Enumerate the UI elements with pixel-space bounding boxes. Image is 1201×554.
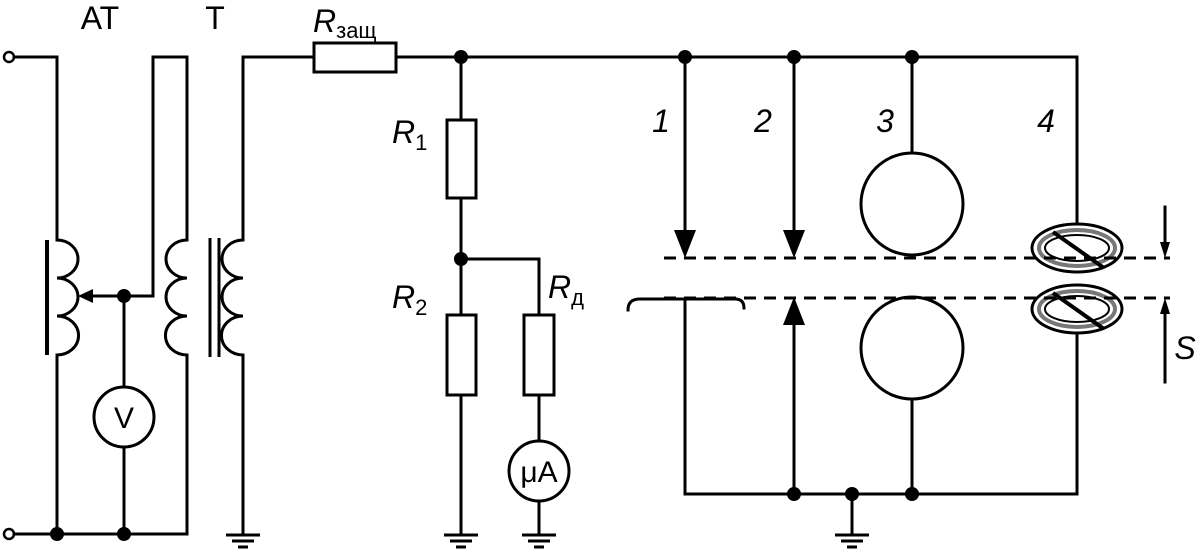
gap-3-upper-sphere: [859, 151, 965, 257]
voltmeter-label: V: [114, 402, 134, 435]
gap-2-lower-arrow-icon: [783, 297, 805, 325]
gap-4-label: 4: [1037, 103, 1055, 139]
resistor-r1: [445, 118, 478, 200]
microammeter: μA: [507, 439, 571, 503]
ground-icon: [833, 533, 871, 549]
junction-dots: [50, 50, 919, 541]
gap-3-lower-sphere: [859, 295, 965, 401]
gap-4-upper-ring: [1030, 222, 1124, 274]
ground-symbols: [224, 533, 871, 549]
gap-4-lower-ring: [1030, 283, 1124, 335]
gap-1-rod-arrow-icon: [674, 230, 696, 258]
voltmeter: V: [92, 385, 156, 449]
distance-upper-arrow-icon: [1160, 242, 1170, 258]
r1-label: R1: [392, 114, 427, 155]
gap-1-label: 1: [652, 103, 670, 139]
autotransformer-label: АТ: [81, 0, 119, 36]
r1-label-main: R: [392, 114, 415, 150]
gap-2-upper-arrow-icon: [783, 230, 805, 258]
rd-label-sub: д: [571, 285, 584, 310]
gap-3-label: 3: [876, 103, 894, 139]
ground-icon: [224, 533, 262, 549]
gap-2-electrodes: [783, 230, 805, 325]
resistor-r2: [445, 313, 478, 397]
r2-label: R2: [392, 279, 427, 320]
wires: [12, 55, 1079, 536]
r2-label-main: R: [392, 279, 415, 315]
protective-resistor-label: Rзащ: [313, 3, 377, 43]
protective-resistor-label-main: R: [313, 3, 336, 39]
rd-label-main: R: [548, 269, 571, 305]
distance-marker: [1160, 205, 1170, 384]
ground-icon: [520, 533, 558, 549]
gap-4-electrodes: [1030, 222, 1124, 335]
rd-label: Rд: [548, 269, 584, 310]
gap-2-label: 2: [753, 103, 772, 139]
r2-label-sub: 2: [415, 295, 427, 320]
tap-arrow-icon: [78, 289, 93, 303]
protective-resistor-label-sub: защ: [336, 18, 376, 43]
distance-label: S: [1174, 330, 1195, 366]
distance-lower-arrow-icon: [1160, 298, 1170, 314]
protective-resistor: [312, 41, 398, 74]
transformer: [163, 238, 245, 357]
resistor-rd: [522, 313, 556, 397]
gap-3-electrodes: [859, 151, 965, 401]
input-terminals: [2, 50, 16, 541]
microammeter-label: μA: [520, 456, 557, 489]
ground-icon: [442, 533, 480, 549]
transformer-label: Т: [205, 0, 225, 36]
autotransformer: [45, 238, 100, 357]
r1-label-sub: 1: [415, 130, 427, 155]
